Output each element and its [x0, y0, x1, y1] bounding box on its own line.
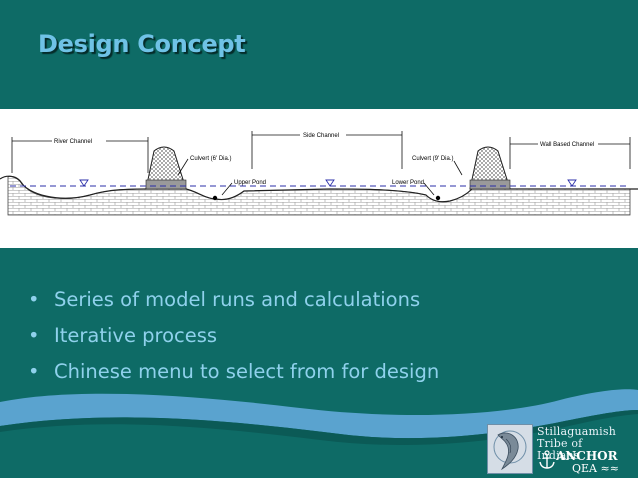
water-level-triangle-icon — [567, 179, 577, 187]
bullet-item: • Iterative process — [28, 318, 439, 354]
decorative-wave — [0, 389, 638, 445]
org-line: Stillaguamish — [537, 425, 617, 438]
bullet-text: Chinese menu to select from for design — [54, 360, 440, 383]
label-lower-pond: Lower Pond — [392, 180, 424, 186]
ground-soil — [7, 175, 631, 216]
anchor-qea-logo-text: ANCHOR — [556, 449, 618, 463]
bullet-item: • Chinese menu to select from for design — [28, 354, 439, 390]
right-culvert — [469, 179, 511, 190]
bullet-text: Iterative process — [54, 324, 218, 347]
slide-title: Design Concept — [38, 30, 246, 58]
anchor-icon — [539, 450, 555, 469]
bullet-dot: • — [28, 288, 40, 311]
label-river-channel: River Channel — [54, 139, 92, 145]
label-side-channel: Side Channel — [303, 133, 339, 139]
label-culvert-left: Culvert (6' Dia.) — [190, 156, 232, 162]
qea-text: QEA — [572, 462, 597, 475]
ground-line — [0, 175, 638, 203]
bullet-item: • Series of model runs and calculations — [28, 282, 439, 318]
salmon-logo-icon — [487, 424, 533, 474]
water-level-triangle-icon — [325, 179, 335, 187]
label-culvert-right: Culvert (9' Dia.) — [412, 156, 454, 162]
label-upper-pond: Upper Pond — [234, 180, 266, 186]
bullet-dot: • — [28, 360, 40, 383]
right-embankment — [469, 146, 511, 190]
left-culvert — [145, 179, 187, 190]
pond-marker — [212, 195, 218, 201]
water-waves-icon: ≈≈ — [597, 462, 619, 475]
channel-cross-section-diagram: River Channel Side Channel Wall Based Ch… — [0, 109, 638, 248]
water-level-triangle-icon — [79, 179, 89, 187]
bullet-dot: • — [28, 324, 40, 347]
anchor-qea-logo-subtext: QEA ≈≈ — [572, 462, 619, 475]
org-line: Tribe of — [537, 437, 583, 450]
left-embankment — [145, 146, 187, 190]
bullet-text: Series of model runs and calculations — [54, 288, 421, 311]
label-wall-based-channel: Wall Based Channel — [540, 142, 594, 148]
bullet-list: • Series of model runs and calculations •… — [28, 282, 439, 390]
pond-marker — [435, 195, 441, 201]
